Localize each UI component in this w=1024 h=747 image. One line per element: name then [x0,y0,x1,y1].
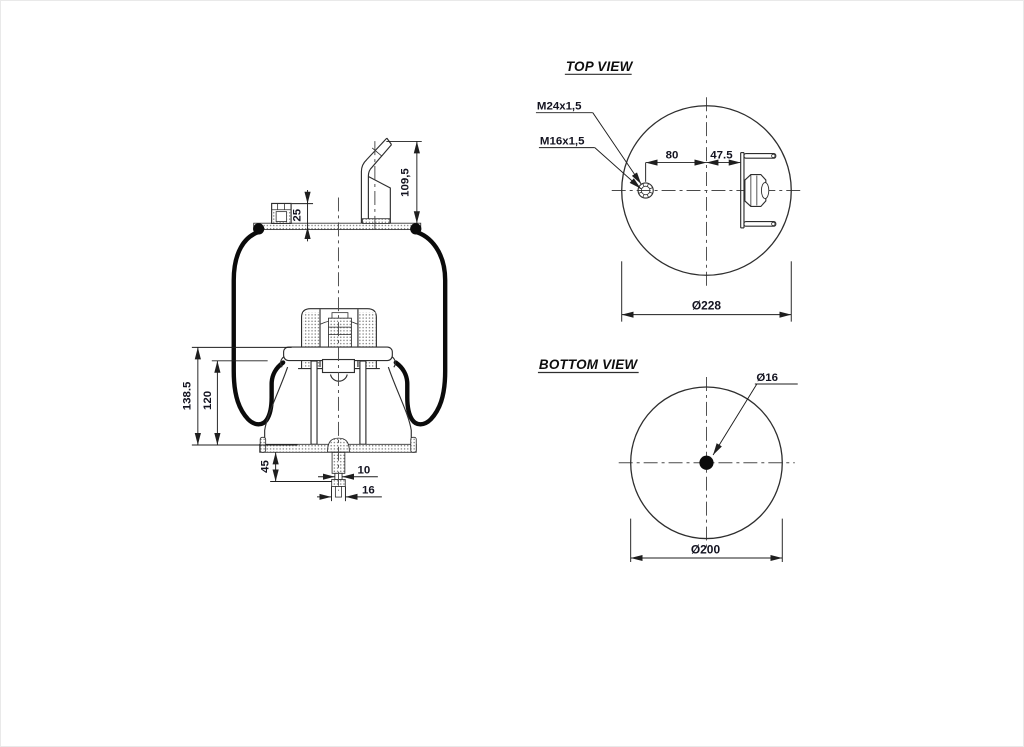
bead-right [410,223,422,235]
top-view: TOP VIEW M24x1,5 M16x1,5 [535,59,803,322]
dim-label-stud-length: 45 [260,460,272,473]
bracket-gusset-edge [368,176,391,224]
bracket-arm-top [743,153,777,159]
mounting-bracket [360,137,392,234]
piston-tube-left [310,360,318,445]
stud-hole-dot [699,455,714,470]
top-view-diameter-dimension: Ø228 [621,261,792,322]
dim-label-top-diameter: Ø228 [692,299,722,313]
piston-flange [283,346,393,362]
bottom-view-diameter-dimension: Ø200 [630,518,783,562]
thread-label-m16: M16x1,5 [540,136,585,148]
bottom-view-title: BOTTOM VIEW [539,357,638,372]
bracket-arm-bottom [743,221,777,227]
bellows-left-wall [231,229,286,427]
top-plate [253,222,422,231]
top-view-title: TOP VIEW [566,59,634,74]
nut-dome [760,182,770,199]
leader-line-m16 [594,147,641,189]
leader-line-m24 [592,112,642,185]
top-plate-section [253,222,422,231]
dim-label-fitting-offset: 80 [666,150,679,162]
dim-label-stud-collar: 16 [362,485,375,497]
bracket-foot [361,218,391,224]
dim-label-piston-height: 120 [202,391,214,410]
leader-line-16 [712,383,758,456]
stud-diameter-callout: Ø16 [712,372,798,456]
bracket-nut [744,173,767,208]
side-bracket-top [740,152,777,229]
bracket-outer-edge [360,137,388,224]
flange-lip-left [280,356,285,368]
dim-label-base-diameter: Ø200 [691,543,721,557]
thread-callouts: M24x1,5 M16x1,5 [535,101,642,189]
side-view-dimensions: 109,5 25 138.5 120 45 10 [182,140,422,502]
air-fitting [271,202,292,224]
dim-label-bracket-offset: 47.5 [710,150,733,162]
port-outer-circle [637,182,654,199]
side-view: 109,5 25 138.5 120 45 10 [182,137,448,502]
bead-left [253,223,265,235]
piston-tube-right [359,360,367,445]
air-fitting-bore [275,211,288,223]
base-center-dome [327,437,350,453]
top-plate-circle [621,105,792,276]
dim-label-piston-height-overall: 138.5 [182,381,194,410]
dim-label-fitting-height: 25 [291,208,303,221]
piston-wall-left [264,366,289,438]
bellows-right-wall [393,229,448,427]
bottom-view: BOTTOM VIEW Ø16 Ø200 [537,357,798,562]
bellows [231,223,448,427]
arm-end-detail [771,153,776,158]
piston-wall-right [387,366,412,438]
dim-label-stud-diameter: Ø16 [756,372,778,384]
dim-label-bracket-height: 109,5 [399,168,411,197]
flange-lip-right [391,356,396,368]
arm-end-detail [771,221,776,226]
thread-label-m24: M24x1,5 [537,101,582,113]
stud-end-stub [334,486,342,498]
base-plate-lip-right [410,436,417,453]
port-inner-circle [640,185,651,196]
bracket-break-mark [371,147,382,157]
base-plate-circle [630,386,783,540]
top-view-offset-dimensions: 80 47.5 [645,150,741,182]
dim-label-stud-neck: 10 [358,465,371,477]
bracket-inner-edge [367,144,392,224]
